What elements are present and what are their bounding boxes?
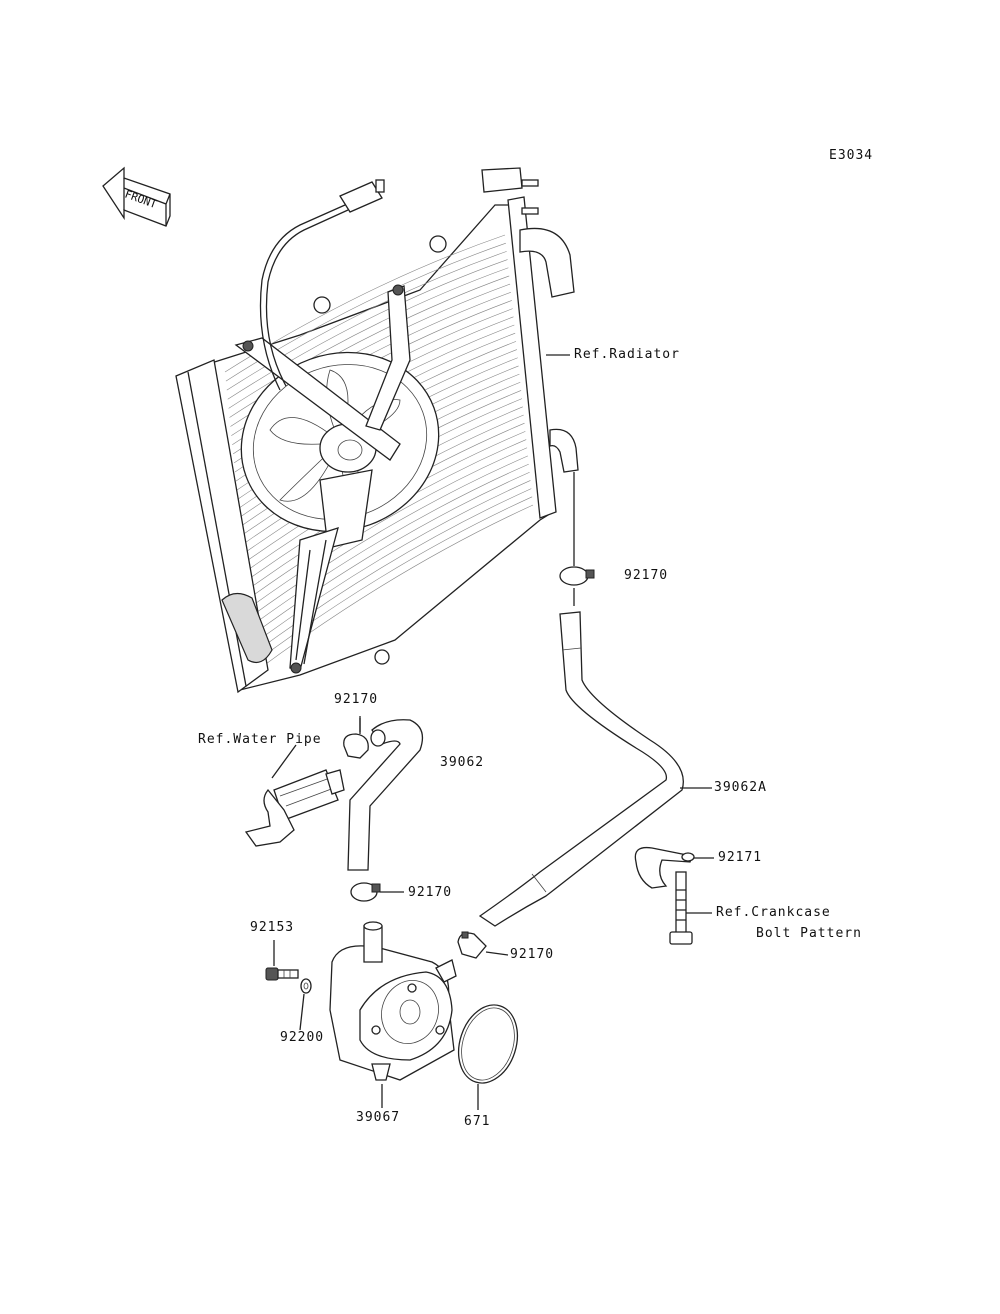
diagram-code: E3034 <box>829 148 874 163</box>
radiator-fin <box>226 251 507 391</box>
radiator-fin <box>227 259 508 400</box>
leader-lines <box>271 354 714 1110</box>
clamp-cooler <box>457 931 487 959</box>
bolt-92153 <box>265 967 299 981</box>
clamp-upper <box>559 472 595 606</box>
clamp-mid <box>350 882 381 902</box>
label-hose-39062a: 39062A <box>714 780 767 795</box>
label-clamp-upper: 92170 <box>624 568 669 583</box>
label-clamp-mid: 92170 <box>408 885 453 900</box>
label-clamp-hose-top: 92170 <box>334 692 379 707</box>
oil-cooler <box>329 921 457 1081</box>
radiator-fin <box>228 267 509 409</box>
radiator-fin <box>253 488 532 655</box>
hose-39062a <box>478 611 684 927</box>
water-pipe-fitting <box>244 769 345 847</box>
label-bolt-92153: 92153 <box>250 920 295 935</box>
radiator-fin <box>249 455 529 618</box>
label-ref-crankcase: Ref.Crankcase <box>716 905 831 920</box>
label-oring-671: 671 <box>464 1114 491 1129</box>
o-ring <box>457 1004 519 1084</box>
label-ref-radiator: Ref.Radiator <box>574 347 680 362</box>
radiator-fin <box>248 447 528 609</box>
label-clamp-cooler: 92170 <box>510 947 555 962</box>
clamp-92171 <box>634 846 695 889</box>
label-hose-39062: 39062 <box>440 755 485 770</box>
radiator-assembly <box>175 167 579 694</box>
hose-39062 <box>347 719 424 871</box>
washer-92200 <box>300 978 312 994</box>
radiator-fin <box>252 480 531 645</box>
label-clamp-92171: 92171 <box>718 850 763 865</box>
crankcase-bolt <box>669 871 693 945</box>
label-cooler-39067: 39067 <box>356 1110 401 1125</box>
label-ref-water-pipe: Ref.Water Pipe <box>198 732 322 747</box>
label-washer-92200: 92200 <box>280 1030 325 1045</box>
clamp-hose-top <box>343 716 369 759</box>
label-bolt-pattern: Bolt Pattern <box>756 926 862 941</box>
radiator-fin <box>251 471 530 636</box>
front-arrow-icon: FRONT <box>102 166 171 227</box>
radiator-fin <box>250 463 529 627</box>
radiator-fin <box>253 496 533 664</box>
